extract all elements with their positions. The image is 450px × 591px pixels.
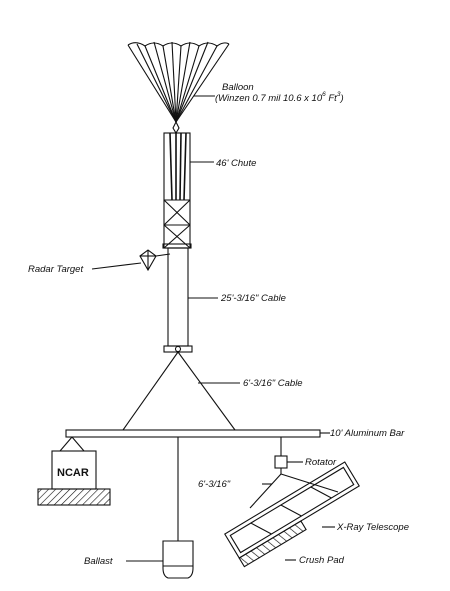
swivel (163, 345, 193, 353)
cable-long-label: 25'-3/16" Cable (220, 293, 286, 304)
cable-short-label: 6'-3/16" Cable (243, 378, 303, 389)
xray-telescope-label: X-Ray Telescope (336, 522, 409, 533)
ncar-package (37, 436, 111, 506)
balloon-label: Balloon (222, 82, 254, 93)
balloon (127, 41, 230, 135)
xray-telescope (224, 461, 360, 568)
aluminum-bar (65, 429, 330, 438)
aluminum-bar-label: 10' Aluminum Bar (330, 428, 405, 439)
rotator-cable-label: 6'-3/16" (198, 479, 231, 490)
chute-label: 46' Chute (216, 158, 256, 169)
radar-target (91, 249, 171, 272)
ballast (126, 437, 194, 579)
short-cable (122, 351, 240, 431)
balloon-spec-label: (Winzen 0.7 mil 10.6 x 106 Ft3) (215, 91, 344, 104)
crush-pad-label: Crush Pad (299, 555, 345, 566)
ncar-label: NCAR (57, 467, 89, 479)
radar-target-label: Radar Target (28, 264, 83, 275)
parachute (162, 132, 214, 249)
rotator-label: Rotator (305, 457, 337, 468)
ballast-label: Ballast (84, 556, 113, 567)
long-cable (167, 247, 218, 347)
